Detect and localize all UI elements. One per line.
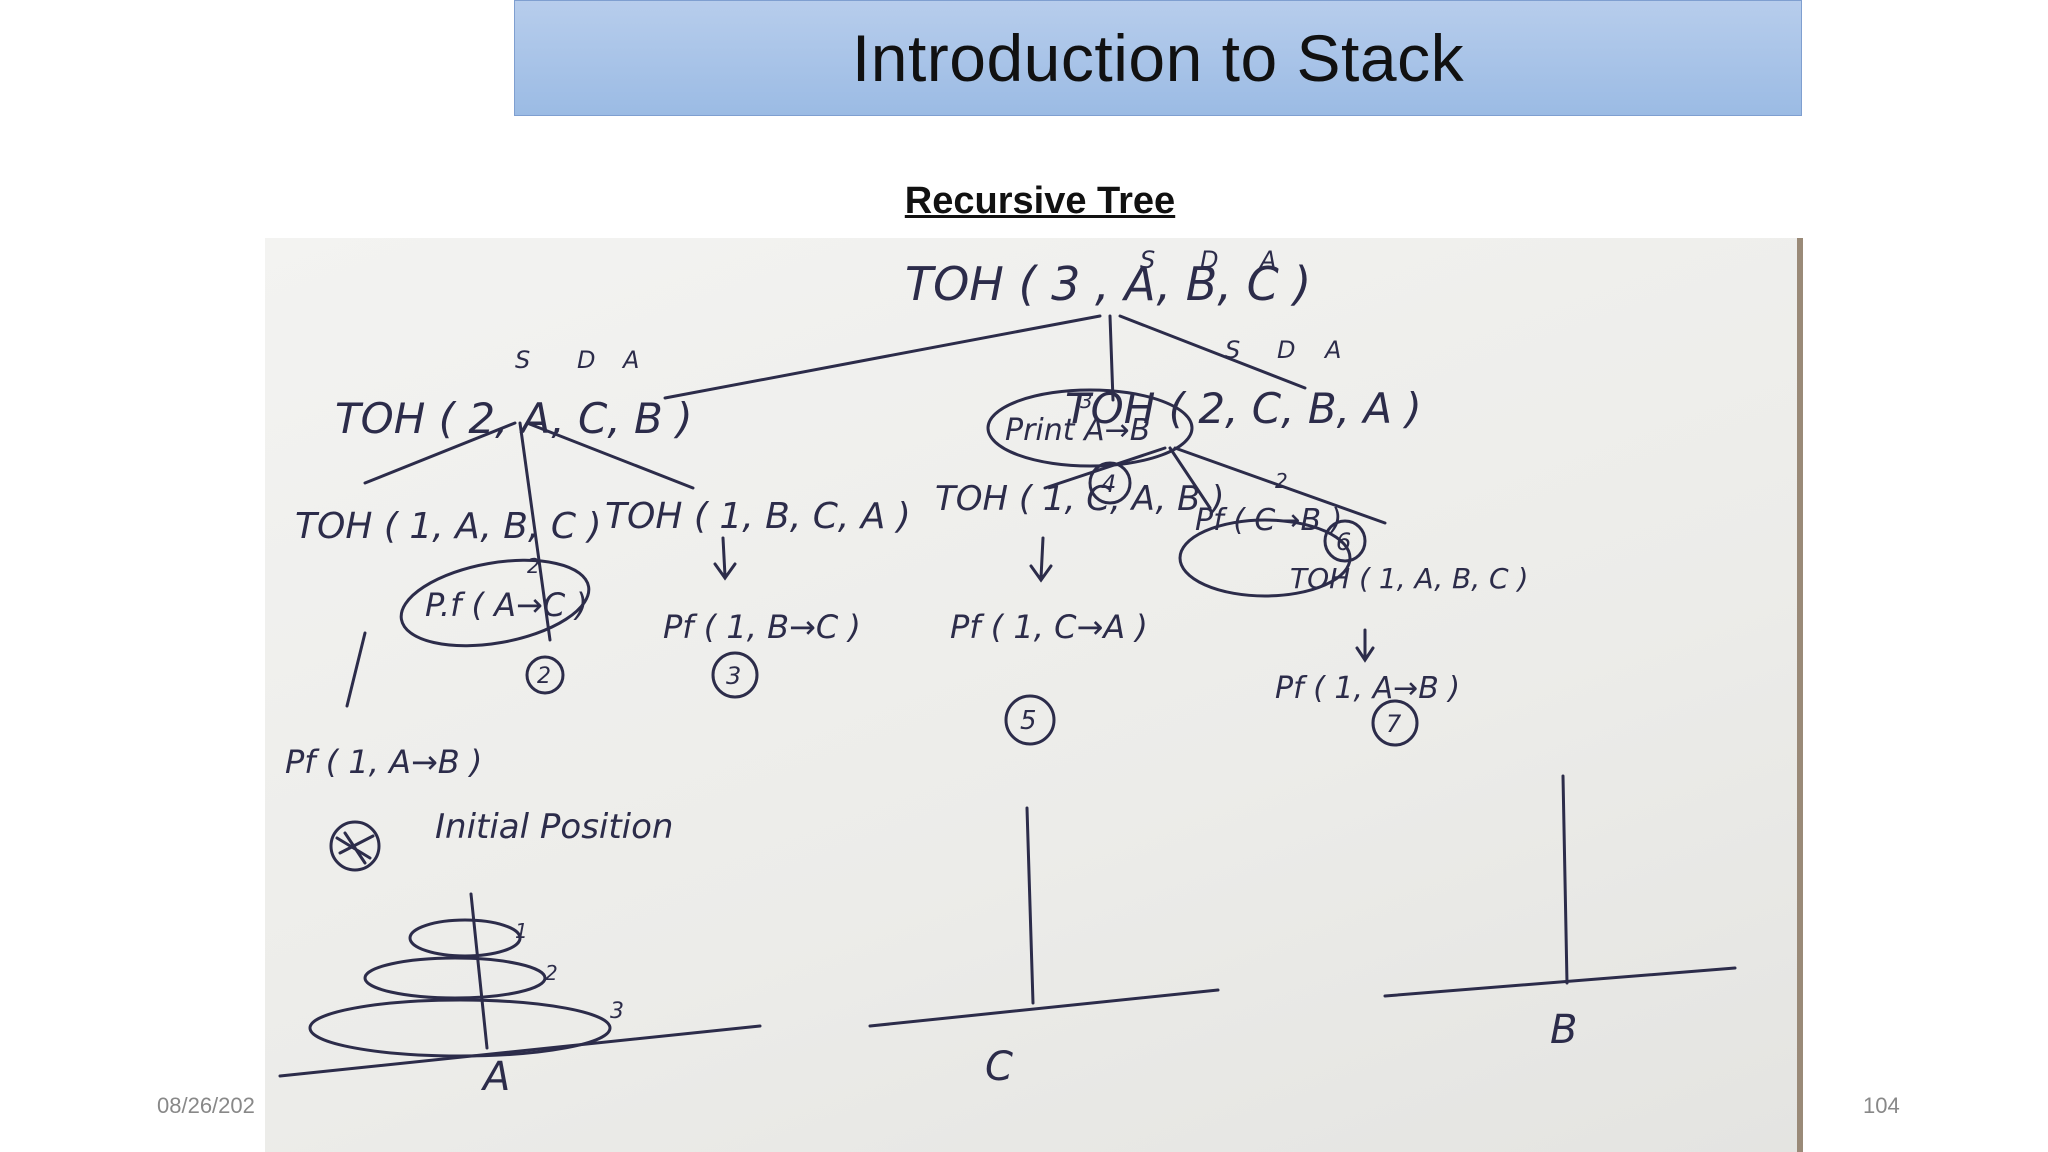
rl-result: Pf ( 1, C→A ) — [950, 608, 1148, 646]
rm-oval — [1178, 518, 1352, 598]
initial-position-label: Initial Position — [435, 807, 673, 847]
rr-node: TOH ( 1, A, B, C ) — [1290, 562, 1528, 595]
right-role-a: A — [1323, 336, 1341, 364]
edge-ll-result — [345, 631, 367, 708]
photo-edge — [1797, 238, 1803, 1152]
peg-b-base — [1383, 966, 1737, 998]
rm-disk: 2 — [1275, 469, 1288, 493]
step-4-circle — [1088, 461, 1132, 505]
arrow-rr — [1355, 628, 1375, 663]
edge-left-ll — [363, 421, 517, 485]
scribble-circle — [329, 820, 381, 872]
disk-2 — [363, 956, 547, 1000]
middle-node: Print A→B — [1005, 413, 1150, 448]
disk-3 — [308, 998, 612, 1058]
edge-right-rm — [1168, 446, 1212, 510]
lm-oval — [399, 558, 591, 648]
edge-root-left — [663, 314, 1102, 400]
arrow-lr — [713, 536, 737, 581]
ll-node: TOH ( 1, A, B, C ) — [295, 506, 602, 547]
step-3-circle — [711, 651, 759, 699]
root-role-d: D — [1200, 246, 1218, 274]
middle-disk: 3 — [1080, 389, 1093, 413]
peg-c-rod — [1025, 806, 1035, 1005]
peg-b-label: B — [1550, 1007, 1577, 1053]
right-node-visible: TOH ( 2, C, B, A ) — [1065, 384, 1422, 433]
edge-right-rl — [1043, 446, 1167, 490]
rl-node: TOH ( 1, C, A, B ) — [935, 479, 1224, 519]
step-7: 7 — [1386, 710, 1402, 738]
edge-right-rr — [1173, 446, 1387, 525]
step-3: 3 — [726, 662, 741, 690]
step-6-circle — [1323, 519, 1367, 563]
step-4: 4 — [1101, 470, 1116, 498]
left-role-s: S — [515, 346, 530, 374]
left-node: TOH ( 2, A, C, B ) — [335, 394, 693, 443]
rr-result: Pf ( 1, A→B ) — [1275, 671, 1460, 706]
lm-disk: 2 — [527, 554, 540, 578]
step-7-circle — [1371, 699, 1419, 747]
step-6: 6 — [1336, 528, 1351, 556]
peg-b-rod — [1561, 774, 1569, 985]
slide-date: 08/26/202 — [157, 1093, 255, 1118]
disk-1-label: 1 — [515, 919, 528, 943]
slide-title-bar: Introduction to Stack — [514, 0, 1802, 116]
step-5-circle — [1004, 694, 1056, 746]
peg-a-label: A — [480, 1054, 510, 1100]
right-role-s: S — [1225, 336, 1240, 364]
disk-3-label: 3 — [610, 999, 624, 1024]
edge-root-right — [1118, 314, 1307, 390]
step-5: 5 — [1020, 706, 1037, 736]
print-node-oval — [986, 388, 1194, 468]
peg-a-base — [278, 1024, 762, 1078]
ll-result: Pf ( 1, A→B ) — [285, 743, 482, 781]
disk-1 — [408, 918, 522, 958]
recursive-tree-photo: TOH ( 3 , A, B, C ) S D A TOH ( 2, A, C,… — [265, 238, 1803, 1152]
lr-result: Pf ( 1, B→C ) — [663, 608, 861, 646]
arrow-rl — [1029, 536, 1053, 583]
lm-node: P.f ( A→C ) — [425, 586, 588, 624]
edge-root-middle — [1108, 314, 1115, 402]
peg-a-rod — [469, 892, 489, 1050]
left-role-a: A — [621, 346, 639, 374]
root-role-s: S — [1140, 246, 1155, 274]
slide-subtitle: Recursive Tree — [904, 180, 1176, 222]
peg-c-label: C — [985, 1044, 1013, 1090]
scribble-mark — [335, 831, 375, 865]
disk-2-label: 2 — [545, 961, 558, 985]
right-role-d: D — [1277, 336, 1295, 364]
step-2-circle — [525, 655, 565, 695]
root-role-a: A — [1258, 246, 1276, 274]
step-2: 2 — [537, 664, 551, 689]
edge-left-lr — [525, 421, 695, 490]
peg-c-base — [868, 988, 1220, 1028]
root-node: TOH ( 3 , A, B, C ) — [905, 257, 1311, 311]
slide-page-number: 104 — [1863, 1093, 1900, 1118]
handwritten-diagram: TOH ( 3 , A, B, C ) S D A TOH ( 2, A, C,… — [278, 246, 1737, 1100]
slide-title: Introduction to Stack — [851, 21, 1465, 95]
left-role-d: D — [577, 346, 595, 374]
edge-left-lm — [518, 421, 552, 642]
rm-node: Pf ( C→B ) — [1195, 503, 1342, 538]
lr-node: TOH ( 1, B, C, A ) — [605, 496, 911, 537]
